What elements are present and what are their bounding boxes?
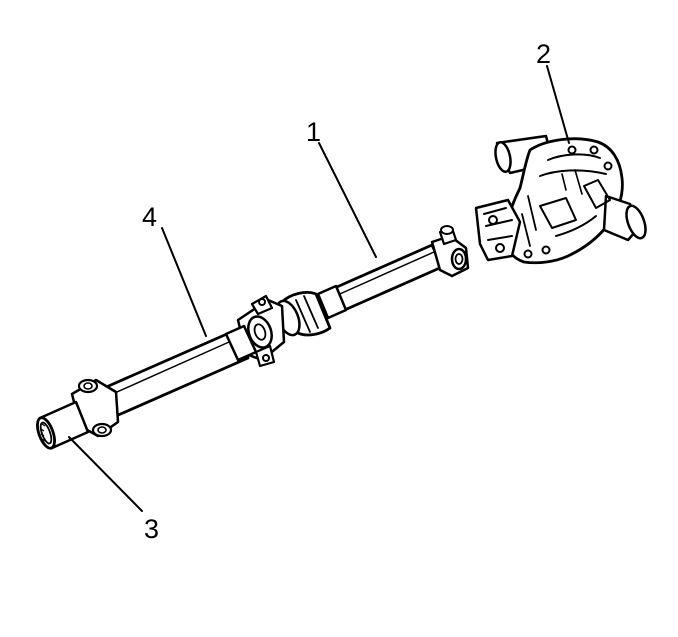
leader-line-3 — [68, 436, 143, 512]
callout-1: 1 — [306, 117, 321, 147]
leader-line-4 — [161, 227, 207, 337]
slip-yoke — [36, 378, 120, 450]
leader-lines — [68, 65, 570, 512]
leader-line-2 — [546, 65, 570, 144]
callout-2: 2 — [536, 39, 551, 69]
leader-line-1 — [318, 142, 377, 258]
callouts: 1 2 3 4 — [142, 39, 551, 544]
callout-4: 4 — [142, 202, 157, 232]
rear-propeller-shaft — [102, 324, 258, 418]
front-propeller-shaft — [316, 225, 470, 320]
rear-axle-differential — [474, 134, 647, 265]
callout-3: 3 — [144, 514, 159, 544]
